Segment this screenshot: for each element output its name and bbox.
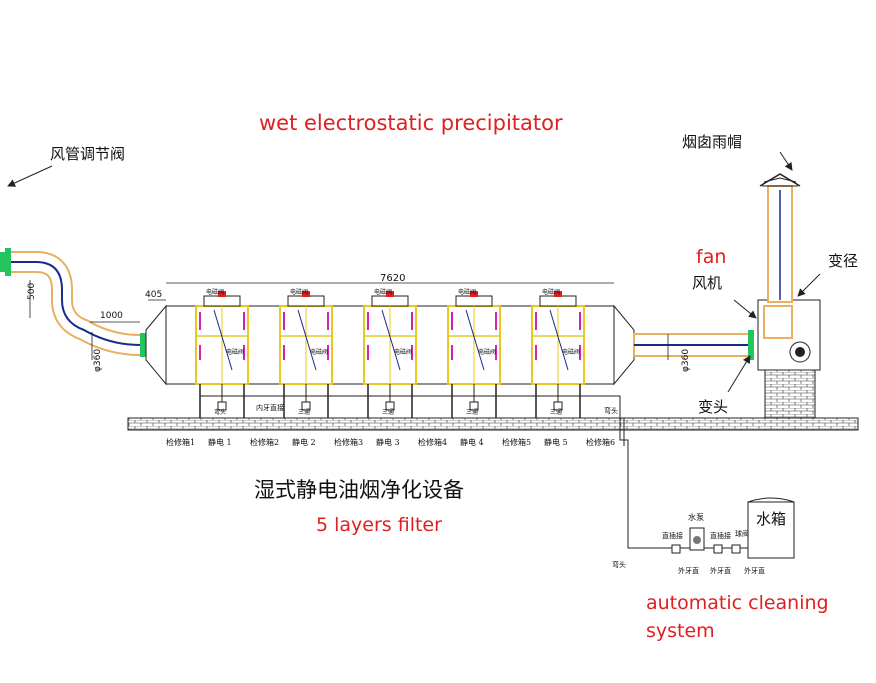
- dim-inlet-run: 1000: [100, 311, 123, 321]
- male-thread-1: 外牙直: [678, 567, 699, 575]
- tee-label: 三通: [298, 408, 310, 416]
- solenoid-label-inner: 电磁阀: [310, 348, 328, 356]
- dim-riser: 500: [27, 283, 37, 300]
- chimney-cap-label: 烟囱雨帽: [682, 133, 743, 151]
- male-thread-2: 外牙直: [710, 567, 731, 575]
- maintenance-label: 静电 3: [376, 438, 400, 447]
- maintenance-label: 检修箱4: [418, 438, 448, 447]
- layers-label: 5 layers filter: [316, 514, 442, 536]
- dim-inlet-gap: 405: [145, 290, 162, 300]
- male-thread-3: 外牙直: [744, 567, 765, 575]
- chimney: [759, 173, 816, 419]
- solenoid-label-inner: 电磁阀: [226, 348, 244, 356]
- elbow-label-bottom: 弯头: [612, 561, 626, 569]
- dimension-lines-left: [29, 280, 614, 360]
- solenoid-label: 电磁阀: [290, 288, 308, 296]
- ground-slab: [127, 417, 859, 431]
- outlet-duct: [633, 330, 754, 360]
- tee-label: 三通: [466, 408, 478, 416]
- straight-joint-right: 直插接: [710, 532, 731, 540]
- damper-label: 风管调节阀: [50, 145, 126, 163]
- water-tank: [747, 497, 795, 559]
- maintenance-label: 检修箱3: [334, 438, 364, 447]
- dim-total-length: 7620: [380, 273, 405, 284]
- maintenance-label: 检修箱5: [502, 438, 532, 447]
- cleaning-title-2: system: [646, 620, 715, 642]
- male-thread-elbow-label: 内牙直接: [256, 404, 284, 412]
- solenoid-label-inner: 电磁阀: [394, 348, 412, 356]
- ball-valve-label: 球阀: [735, 530, 749, 538]
- fan-en-label: fan: [696, 246, 727, 268]
- dim-duct-out: φ360: [681, 349, 691, 372]
- fan-unit: [757, 299, 821, 371]
- cleaning-title-1: automatic cleaning: [646, 592, 829, 614]
- straight-joint-left: 直插接: [662, 532, 683, 540]
- maintenance-label: 静电 2: [292, 438, 316, 447]
- maintenance-label: 检修箱1: [166, 438, 196, 447]
- solenoid-label-inner: 电磁阀: [562, 348, 580, 356]
- solenoid-label: 电磁阀: [374, 288, 392, 296]
- dim-duct-in: φ360: [93, 349, 103, 372]
- solenoid-label: 电磁阀: [458, 288, 476, 296]
- maintenance-label: 静电 4: [460, 438, 484, 447]
- elbow-label: 弯头: [214, 408, 226, 416]
- solenoid-label: 电磁阀: [206, 288, 224, 296]
- maintenance-label: 静电 5: [544, 438, 568, 447]
- drain-pipe: [200, 395, 748, 549]
- inlet-duct: [0, 248, 146, 357]
- solenoid-label: 电磁阀: [542, 288, 560, 296]
- water-tank-label: 水箱: [756, 510, 787, 528]
- maintenance-label: 静电 1: [208, 438, 232, 447]
- pump-assembly: [671, 527, 741, 554]
- wesp-title: wet electrostatic precipitator: [259, 111, 563, 135]
- elbow-reducer-label: 变头: [698, 398, 729, 416]
- maintenance-label: 检修箱2: [250, 438, 280, 447]
- pump-label: 水泵: [688, 513, 704, 522]
- maintenance-label: 检修箱6: [586, 438, 616, 447]
- fan-cn-label: 风机: [692, 274, 723, 292]
- elbow-label-drain: 弯头: [604, 407, 618, 415]
- solenoid-label-inner: 电磁阀: [478, 348, 496, 356]
- annotation-arrows: [7, 151, 821, 393]
- tee-label: 三通: [382, 408, 394, 416]
- reducer-top-label: 变径: [828, 252, 859, 270]
- main-title-cn: 湿式静电油烟净化设备: [254, 478, 464, 502]
- tee-label: 三通: [550, 408, 562, 416]
